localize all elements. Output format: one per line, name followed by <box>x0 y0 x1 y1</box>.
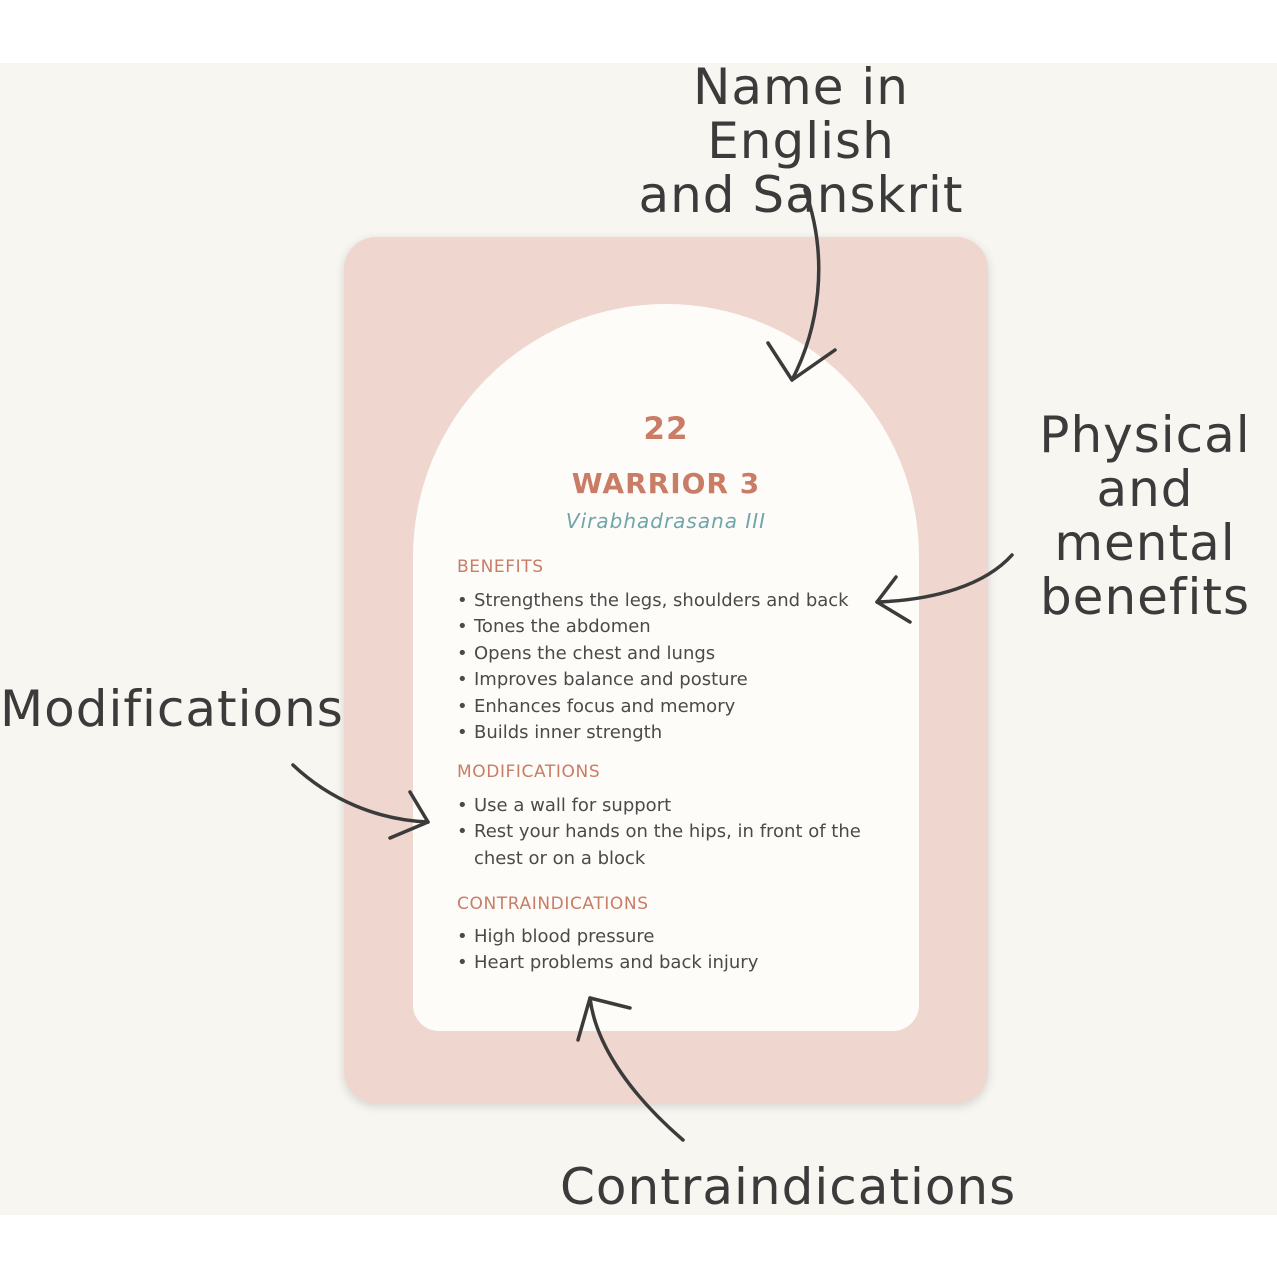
list-item: Heart problems and back injury <box>457 950 877 977</box>
pose-card: 22 WARRIOR 3 Virabhadrasana III BENEFITS… <box>344 237 988 1103</box>
contraindications-list: High blood pressure Heart problems and b… <box>457 924 877 977</box>
list-item: Rest your hands on the hips, in front of… <box>457 819 867 872</box>
pose-title: WARRIOR 3 <box>571 467 761 500</box>
list-item: High blood pressure <box>457 924 877 951</box>
list-item: Improves balance and posture <box>457 667 877 694</box>
annotation-modifications: Modifications <box>0 680 344 738</box>
name-arrow-icon <box>766 188 837 382</box>
list-item: Tones the abdomen <box>457 614 877 641</box>
pose-number: 22 <box>643 411 689 447</box>
annotation-benefits: Physical and mental benefits <box>1039 406 1251 626</box>
list-item: Use a wall for support <box>457 793 867 820</box>
modifications-heading: MODIFICATIONS <box>457 762 601 782</box>
benefits-heading: BENEFITS <box>457 557 544 577</box>
list-item: Builds inner strength <box>457 720 877 747</box>
card-arch-panel: 22 WARRIOR 3 Virabhadrasana III BENEFITS… <box>413 304 919 1031</box>
modifications-list: Use a wall for support Rest your hands o… <box>457 793 867 872</box>
list-item: Strengthens the legs, shoulders and back <box>457 588 877 615</box>
contraindications-arrow-icon <box>576 996 685 1142</box>
annotation-contraindications: Contraindications <box>560 1158 1017 1216</box>
list-item: Enhances focus and memory <box>457 694 877 721</box>
modifications-arrow-icon <box>291 763 430 840</box>
pose-sanskrit-name: Virabhadrasana III <box>565 509 767 533</box>
annotation-name: Name in English and Sanskrit <box>638 58 964 224</box>
list-item: Opens the chest and lungs <box>457 641 877 668</box>
benefits-list: Strengthens the legs, shoulders and back… <box>457 588 877 747</box>
benefits-arrow-icon <box>875 553 1014 624</box>
contraindications-heading: CONTRAINDICATIONS <box>457 894 649 914</box>
